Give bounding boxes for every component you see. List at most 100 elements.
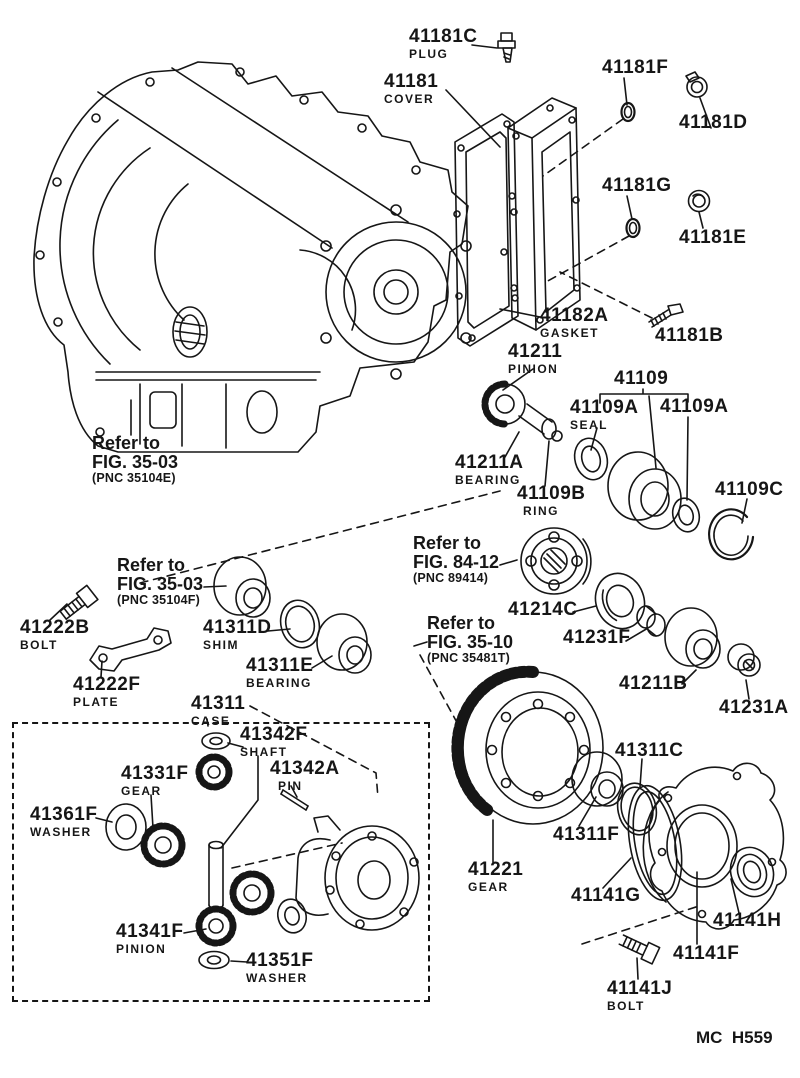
differential-subassembly-box	[12, 722, 430, 1002]
bolt-41222B-drawing	[59, 584, 99, 620]
part-number: 41182A	[540, 305, 609, 326]
plug-41181E-drawing	[687, 189, 711, 213]
bearing-41109-drawing	[607, 451, 682, 530]
part-number: 41222F	[73, 674, 141, 695]
part-label-41331F: 41331F GEAR	[121, 764, 188, 797]
part-number: 41342F	[240, 724, 308, 745]
ref-line: FIG. 35-03	[117, 573, 204, 594]
part-number: 41109B	[517, 483, 586, 504]
plate-41222F-drawing	[89, 627, 172, 672]
reference-note-fig35-10: Refer to FIG. 35-10 (PNC 35481T)	[427, 614, 513, 665]
bearing-41311E-drawing	[316, 613, 372, 674]
part-label-41351F: 41351F WASHER	[246, 951, 313, 984]
part-number: 41181D	[679, 112, 748, 133]
bearing-41211B-drawing	[664, 607, 721, 669]
snap-ring-41109C-drawing	[708, 508, 755, 561]
part-number: 41181G	[602, 175, 672, 196]
part-caption: BOLT	[607, 999, 645, 1013]
part-label-41211A: 41211A BEARING	[455, 453, 524, 486]
part-label-41221: 41221 GEAR	[468, 860, 523, 893]
drive-pinion-drawing	[481, 380, 563, 442]
part-label-41211B: 41211B	[619, 674, 688, 693]
reference-note-fig84-12: Refer to FIG. 84-12 (PNC 89414)	[413, 534, 499, 585]
ref-line: Refer to	[427, 613, 496, 633]
part-number: 41181F	[602, 57, 669, 78]
part-label-41181D: 41181D	[679, 113, 748, 132]
part-caption: PLATE	[73, 695, 119, 709]
flange-drawing	[520, 527, 592, 595]
ref-pnc: (PNC 89414)	[413, 570, 489, 585]
part-label-41109A-seal: 41109A SEAL	[570, 398, 639, 431]
part-caption: WASHER	[246, 971, 308, 985]
part-label-41141H: 41141H	[713, 911, 782, 930]
part-label-41109A: 41109A	[660, 397, 729, 416]
part-number: 41351F	[246, 950, 314, 971]
ref-pnc: (PNC 35104F)	[117, 592, 200, 607]
part-number: 41311C	[615, 740, 684, 761]
part-number: 41141F	[673, 943, 740, 964]
transaxle-case-drawing	[33, 61, 472, 453]
part-number: 41211A	[455, 452, 524, 473]
part-label-41141G: 41141G	[571, 886, 641, 905]
part-label-41311D: 41311D SHIM	[203, 618, 272, 651]
part-label-41342F: 41342F SHAFT	[240, 725, 307, 758]
part-caption: CASE	[191, 714, 231, 728]
bolt-41181D-drawing	[685, 71, 708, 98]
part-number: 41109A	[660, 396, 729, 417]
nut-41231A-drawing	[727, 643, 761, 677]
leader-lines	[49, 44, 750, 980]
part-number: 41342A	[270, 758, 340, 779]
part-caption: PIN	[278, 779, 303, 793]
part-number: 41181B	[655, 325, 724, 346]
ring-41181F-drawing	[620, 101, 636, 123]
part-number: 41231A	[719, 697, 789, 718]
part-caption: SHAFT	[240, 745, 288, 759]
bolt-41181B-drawing	[648, 303, 684, 328]
ring-41181G-drawing	[625, 217, 641, 239]
part-label-41182A: 41182A GASKET	[540, 306, 609, 339]
part-number: 41141J	[607, 978, 673, 999]
part-label-41231F: 41231F	[563, 628, 630, 647]
part-number: 41311E	[246, 655, 314, 676]
part-number: 41361F	[30, 804, 98, 825]
differential-internals-drawing	[105, 732, 420, 970]
part-label-41109B: 41109B RING	[517, 484, 586, 517]
part-number: 41221	[468, 859, 524, 880]
part-label-41214C: 41214C	[508, 600, 578, 619]
reference-note-fig35-03e: Refer to FIG. 35-03 (PNC 35104E)	[92, 434, 178, 485]
part-number: 41181	[384, 71, 439, 92]
part-caption: WASHER	[30, 825, 92, 839]
cover-drawing	[507, 97, 581, 331]
part-number: 41214C	[508, 599, 578, 620]
seal-41109A2-drawing	[671, 497, 701, 533]
part-label-41181: 41181 COVER	[384, 72, 438, 105]
part-number: 41211B	[619, 673, 688, 694]
seal-41214C-drawing	[594, 572, 646, 630]
part-label-41222F: 41222F PLATE	[73, 675, 140, 708]
dashed-leader-lines	[139, 118, 700, 945]
part-caption: BEARING	[455, 473, 521, 487]
bearing-35104F-drawing	[213, 556, 271, 618]
ref-line: Refer to	[413, 533, 482, 553]
part-caption: GEAR	[468, 880, 509, 894]
shim-41311D-drawing	[279, 599, 321, 649]
part-caption: COVER	[384, 92, 435, 106]
part-number: 41311	[191, 693, 246, 714]
bearing-41311F-drawing	[571, 751, 624, 807]
part-label-41181G: 41181G	[602, 176, 672, 195]
ref-line: Refer to	[117, 555, 186, 575]
part-label-41181B: 41181B	[655, 326, 724, 345]
reference-note-fig35-03f: Refer to FIG. 35-03 (PNC 35104F)	[117, 556, 203, 607]
part-number: 41341F	[116, 921, 184, 942]
ring-gear-drawing	[451, 665, 604, 825]
part-number: 41181C	[409, 26, 478, 47]
part-caption: BOLT	[20, 638, 58, 652]
part-number: 41231F	[563, 627, 631, 648]
part-label-41311F: 41311F	[553, 825, 619, 844]
spacer-41231F-drawing	[636, 605, 666, 637]
part-label-41311E: 41311E BEARING	[246, 656, 313, 689]
part-caption: PINION	[116, 942, 167, 956]
part-caption: GASKET	[540, 326, 600, 340]
part-label-41341F: 41341F PINION	[116, 922, 183, 955]
part-label-41231A: 41231A	[719, 698, 789, 717]
